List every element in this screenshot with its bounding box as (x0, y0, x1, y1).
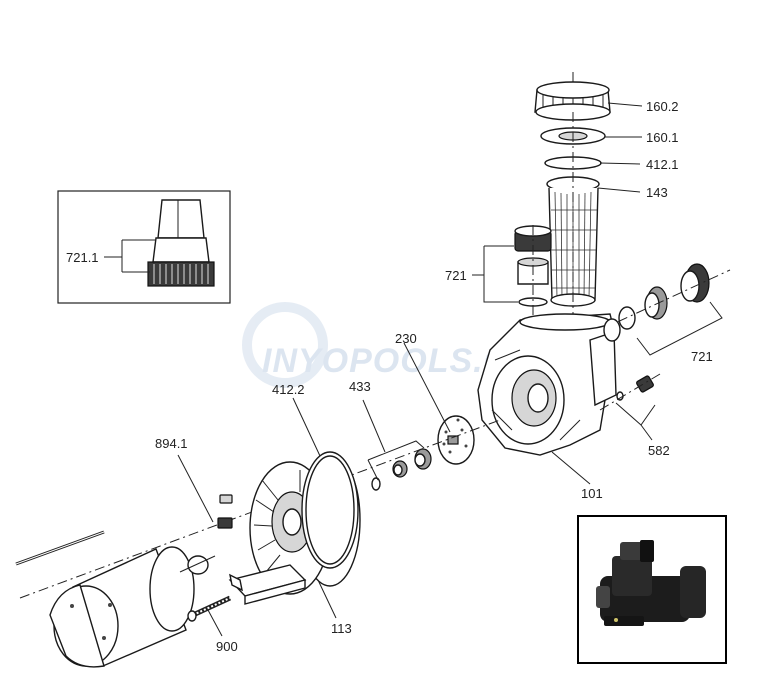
union-adapter-part (147, 199, 215, 287)
leader-900 (207, 609, 223, 637)
centerline-drain (599, 373, 661, 411)
callout-412-2: 412.2 (272, 382, 305, 397)
callout-230: 230 (395, 331, 417, 346)
leader-lines (292, 102, 643, 619)
leader-433 (362, 399, 386, 453)
callout-143: 143 (646, 185, 668, 200)
motor-part (49, 546, 216, 668)
bracket-433 (367, 440, 425, 481)
callout-160-2: 160.2 (646, 99, 679, 114)
thru-bolt-part (15, 530, 105, 566)
shaft-seal-part (371, 448, 432, 491)
screw-part (187, 595, 232, 622)
callout-433: 433 (349, 379, 371, 394)
o-ring-inner-edge (305, 455, 355, 565)
callout-721-1: 721.1 (66, 250, 99, 265)
callout-721-left: 721 (445, 268, 467, 283)
callout-900: 900 (216, 639, 238, 654)
leader-894-1 (177, 454, 214, 523)
drain-plug-part (616, 375, 654, 401)
callout-894-1: 894.1 (155, 436, 188, 451)
bracket-721-1 (104, 239, 156, 273)
bracket-721-left (483, 245, 518, 303)
bracket-582 (615, 402, 656, 426)
callout-721-right: 721 (691, 349, 713, 364)
bracket-721-right (636, 301, 723, 356)
impeller-part (437, 415, 475, 465)
callout-412-1: 412.1 (646, 157, 679, 172)
union-nut-part-right (618, 263, 710, 330)
callout-labels: 160.2 160.1 412.1 143 721.1 721 721 230 … (66, 99, 713, 654)
leader-582 (640, 424, 653, 441)
centerline-discharge (599, 269, 731, 331)
callout-582: 582 (648, 443, 670, 458)
callout-101: 101 (581, 486, 603, 501)
pump-body-part (477, 313, 621, 456)
product-photo (596, 540, 706, 626)
bracket-parts-894-1 (217, 494, 233, 529)
callout-113: 113 (331, 621, 352, 636)
callout-160-1: 160.1 (646, 130, 679, 145)
